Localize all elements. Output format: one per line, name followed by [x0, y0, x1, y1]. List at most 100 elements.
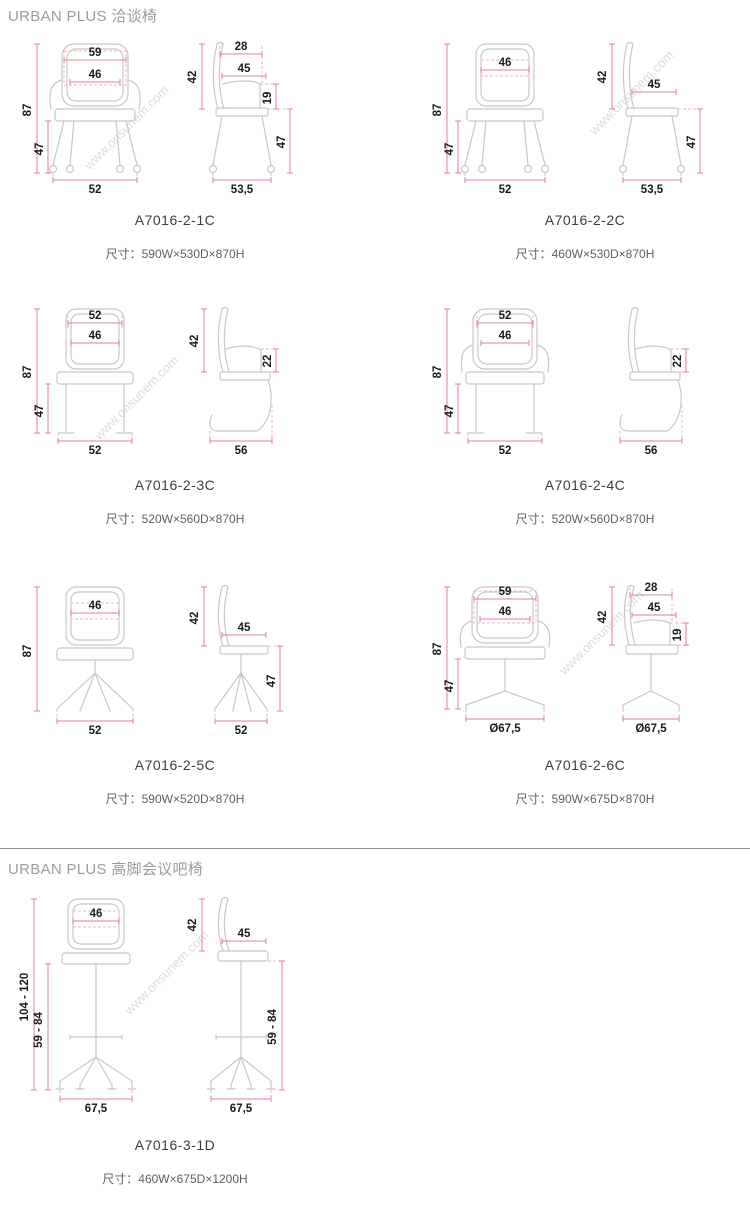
chair-side-outline — [622, 584, 680, 710]
size-spec: 尺寸：590W×675D×870H — [515, 792, 655, 806]
front-view: 52 46 87 47 52 — [432, 308, 550, 457]
dim-label: 45 — [238, 622, 251, 634]
side-view: 42 22 56 — [189, 306, 279, 457]
front-dimensions: 52 46 87 47 52 — [432, 308, 543, 457]
dim-label: 52 — [89, 445, 102, 457]
dim-label: 42 — [189, 335, 201, 348]
diagram-a7016-2-6c: 59 46 87 47 Ø67,5 — [432, 582, 689, 735]
dim-label: 87 — [22, 645, 34, 658]
chair-front-outline — [460, 43, 550, 174]
section-title-bar-chairs: URBAN PLUS 高脚会议吧椅 — [8, 861, 204, 878]
model-code: A7016-2-1C — [134, 212, 216, 228]
dim-label: 52 — [499, 310, 512, 322]
diagram-a7016-2-3c: 52 46 87 47 52 — [22, 306, 279, 457]
dim-label: 52 — [499, 184, 512, 196]
dim-label: 46 — [499, 330, 512, 342]
chair-spec-a7016-2-6c: 59 46 87 47 Ø67,5 — [420, 575, 750, 807]
dim-label: 67,5 — [85, 1103, 108, 1115]
dim-label: 28 — [645, 582, 658, 594]
chair-side-outline — [206, 896, 276, 1090]
diagram-a7016-2-2c: 46 87 47 52 — [432, 41, 703, 196]
chair-side-outline — [208, 41, 276, 174]
dim-label: 45 — [648, 79, 661, 91]
dim-label: 47 — [266, 675, 278, 688]
dim-label: 42 — [187, 71, 199, 84]
dim-label: 87 — [432, 643, 444, 656]
diagram-a7016-2-4c: 52 46 87 47 52 — [432, 306, 689, 457]
dim-label: 87 — [432, 104, 444, 117]
chair-side-outline — [214, 584, 269, 712]
chair-front-outline — [56, 308, 134, 434]
side-view: 22 56 — [619, 306, 689, 457]
model-code: A7016-2-3C — [134, 477, 216, 493]
diagram-a7016-3-1d: 46 104 - 120 59 - 84 67,5 — [19, 896, 285, 1115]
dim-label: 59 — [499, 586, 512, 598]
dim-label: 46 — [90, 908, 103, 920]
size-spec: 尺寸：520W×560D×870H — [515, 512, 655, 526]
dim-label: 42 — [597, 71, 609, 84]
front-view: 52 46 87 47 52 — [22, 308, 134, 457]
dim-label: 59 — [89, 47, 102, 59]
dim-label: 19 — [262, 92, 274, 105]
dim-label: 46 — [89, 330, 102, 342]
side-view: 42 45 47 53,5 — [597, 41, 703, 196]
model-code: A7016-2-4C — [544, 477, 626, 493]
chair-spec-a7016-2-1c: 59 46 87 47 52 — [10, 30, 340, 262]
side-dimensions: 42 45 47 53,5 — [597, 43, 703, 196]
dim-label: 52 — [499, 445, 512, 457]
chair-front-outline — [460, 308, 550, 434]
dim-label: 47 — [444, 405, 456, 418]
dim-label: 87 — [22, 104, 34, 117]
front-dimensions: 46 87 47 52 — [432, 43, 546, 196]
dim-label: 56 — [235, 445, 248, 457]
dim-label: 59 - 84 — [33, 1011, 45, 1047]
dim-label: 22 — [262, 355, 274, 368]
side-dimensions: 28 45 42 19 Ø67,5 — [597, 582, 689, 735]
diagram-a7016-2-1c: 59 46 87 47 52 — [22, 41, 293, 196]
chair-spec-a7016-2-4c: 52 46 87 47 52 — [420, 295, 750, 527]
dim-label: 87 — [432, 366, 444, 379]
chair-front-outline — [459, 586, 551, 710]
model-code: A7016-2-2C — [544, 212, 626, 228]
side-dimensions: 42 28 45 19 47 53,5 — [187, 41, 293, 196]
side-view: 42 45 47 52 — [189, 584, 283, 737]
diagram-a7016-2-5c: 46 87 52 42 — [22, 584, 283, 737]
front-dimensions: 46 104 - 120 59 - 84 67,5 — [19, 898, 133, 1115]
size-spec: 尺寸：590W×520D×870H — [105, 792, 245, 806]
side-view: 42 28 45 19 47 53,5 — [187, 41, 293, 196]
dim-label: 28 — [235, 41, 248, 53]
front-view: 46 87 47 52 — [432, 43, 550, 196]
dim-label: 47 — [686, 136, 698, 149]
front-dimensions: 59 46 87 47 52 — [22, 43, 138, 196]
chair-spec-a7016-2-3c: 52 46 87 47 52 — [10, 295, 340, 527]
dim-label: 22 — [672, 355, 684, 368]
front-view: 46 87 52 — [22, 586, 134, 737]
dim-label: 104 - 120 — [19, 973, 31, 1022]
chair-side-outline — [619, 306, 682, 432]
dim-label: 45 — [238, 63, 251, 75]
dim-label: 42 — [187, 919, 199, 932]
dim-label: Ø67,5 — [635, 723, 667, 735]
chair-spec-a7016-3-1d: 46 104 - 120 59 - 84 67,5 — [10, 885, 340, 1187]
dim-label: 52 — [89, 310, 102, 322]
size-spec: 尺寸：460W×530D×870H — [515, 247, 655, 261]
model-code: A7016-3-1D — [134, 1137, 216, 1153]
dim-label: 45 — [648, 602, 661, 614]
section-title-negotiation-chairs: URBAN PLUS 洽谈椅 — [8, 8, 158, 25]
side-view: 28 45 42 19 Ø67,5 — [597, 582, 689, 735]
model-code: A7016-2-5C — [134, 757, 216, 773]
dim-label: 53,5 — [641, 184, 664, 196]
model-code: A7016-2-6C — [544, 757, 626, 773]
chair-spec-a7016-2-2c: 46 87 47 52 — [420, 30, 750, 262]
dim-label: 45 — [238, 928, 251, 940]
side-dimensions: 42 22 56 — [189, 308, 279, 457]
chair-front-outline — [48, 43, 142, 174]
dim-label: 52 — [89, 184, 102, 196]
chair-side-outline — [209, 306, 272, 432]
side-dimensions: 42 45 59 - 84 67,5 — [187, 898, 285, 1115]
size-spec: 尺寸：520W×560D×870H — [105, 512, 245, 526]
front-view: 59 46 87 47 52 — [22, 43, 142, 196]
dim-label: 67,5 — [230, 1103, 253, 1115]
dim-label: 46 — [89, 600, 102, 612]
